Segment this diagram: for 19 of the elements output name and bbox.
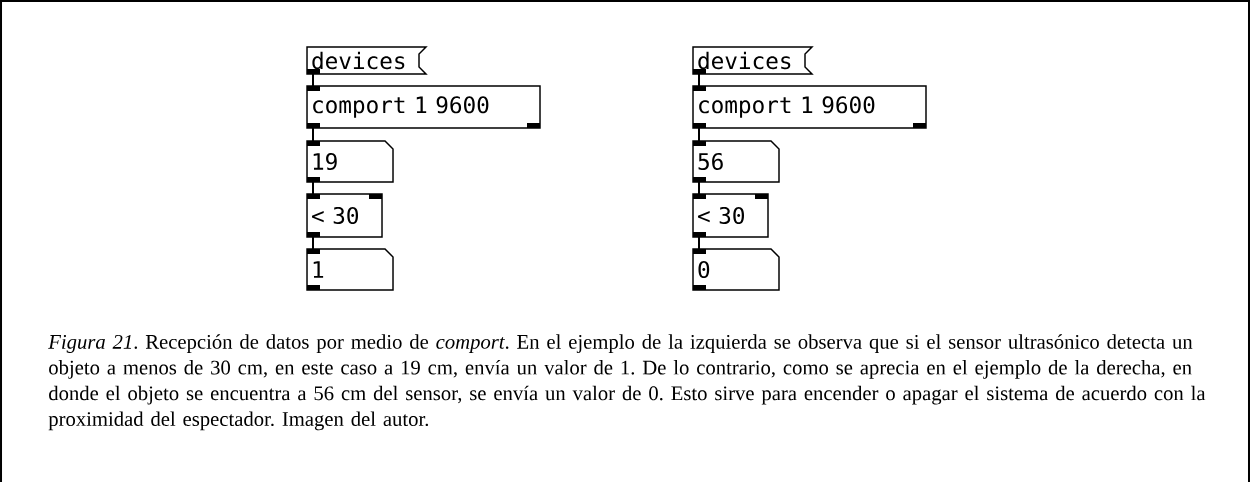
patch-cord bbox=[312, 181, 314, 195]
object-box: < 30 bbox=[306, 193, 383, 238]
message-box: devices bbox=[306, 46, 428, 75]
number-box: 19 bbox=[306, 140, 394, 183]
number-box: 56 bbox=[692, 140, 780, 183]
patch-cord bbox=[698, 73, 700, 87]
patch-cord bbox=[698, 127, 700, 142]
patch-cord bbox=[312, 73, 314, 87]
patch-cord bbox=[698, 236, 700, 250]
number-box: 0 bbox=[692, 248, 780, 291]
patch-cord bbox=[312, 127, 314, 142]
object-box: < 30 bbox=[692, 193, 769, 238]
patch-cord bbox=[698, 181, 700, 195]
message-box: devices bbox=[692, 46, 814, 75]
number-box: 1 bbox=[306, 248, 394, 291]
object-box: comport 1 9600 bbox=[692, 85, 927, 129]
caption: Figura 21. Recepción de datos por medio de comport. En el ejemplo de la izquierda se observa que si el sensor ultrasónico detecta un objeto a menos de 30 cm, en este caso a 19 cm, envía un valor de 1. De lo contrario, como se aprecia en el ejemplo de la derecha, en donde el objeto se encuentra a 56 cm del sensor, se envía un valor de 0. Esto sirve para encender o apagar el sistema de acuerdo con la proximidad del espectador. Imagen del autor. bbox=[48, 334, 1206, 431]
object-box: comport 1 9600 bbox=[306, 85, 541, 129]
patch-cord bbox=[312, 236, 314, 250]
